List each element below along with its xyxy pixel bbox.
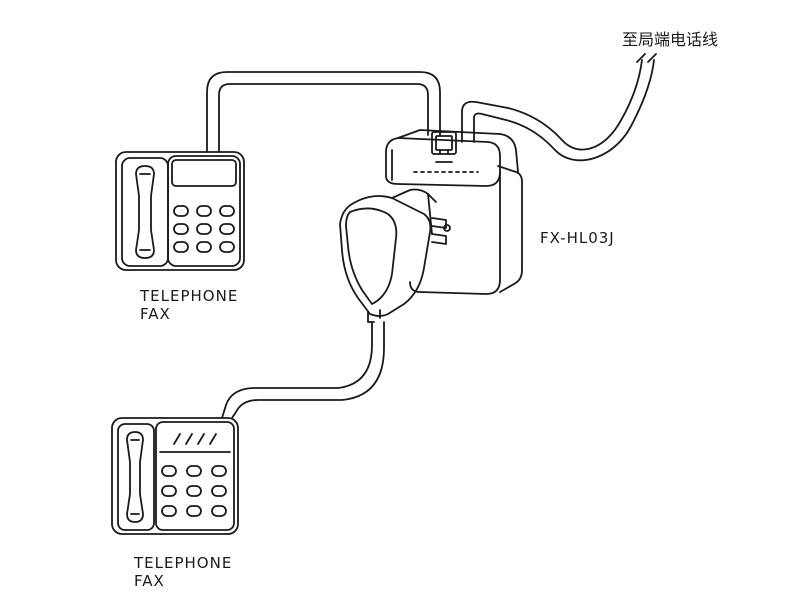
cable-phone-top-to-device (207, 72, 440, 152)
line-to-exchange-label: 至局端电话线 (622, 30, 719, 49)
telephone-bottom-label-line1: TELEPHONE (134, 554, 233, 572)
telephone-top-label-line1: TELEPHONE (140, 287, 239, 305)
telephone-fax-icon-bottom (112, 418, 238, 534)
cable-device-to-exchange (462, 54, 656, 160)
power-adapter-icon (340, 190, 446, 323)
device-model-label: FX-HL03J (540, 229, 615, 247)
telephone-bottom-label-line2: FAX (134, 572, 165, 590)
telephone-top-label-line2: FAX (140, 305, 171, 323)
junction-box-icon (386, 130, 522, 294)
telephone-fax-icon (116, 152, 244, 270)
cable-adapter-to-phone-bottom (222, 322, 384, 418)
